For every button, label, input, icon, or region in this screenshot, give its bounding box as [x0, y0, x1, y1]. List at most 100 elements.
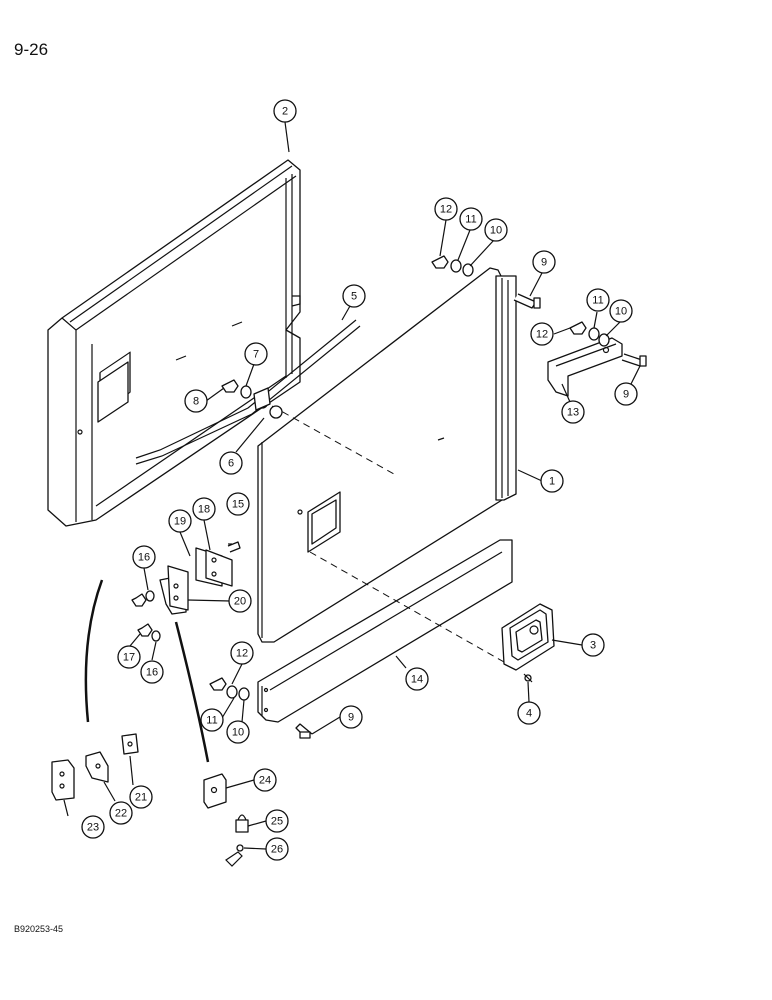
callout-3: 3	[581, 633, 605, 657]
callout-label: 4	[526, 708, 532, 720]
callout-circle	[117, 645, 141, 669]
callout-5: 5	[342, 284, 366, 308]
latch-handle-part	[501, 603, 555, 671]
callout-label: 23	[87, 822, 99, 834]
callout-circle	[434, 197, 458, 221]
callout-1: 1	[540, 469, 564, 493]
callout-7: 7	[244, 342, 268, 366]
assembly-arrows	[84, 579, 210, 763]
callout-26: 26	[265, 837, 289, 861]
nut-washer-parts	[209, 255, 610, 701]
callout-label: 10	[232, 727, 244, 739]
callout-22: 22	[109, 801, 133, 825]
bolt-parts	[295, 293, 647, 739]
callout-19: 19	[168, 509, 192, 533]
callout-circle	[184, 389, 208, 413]
bracket-part	[547, 337, 623, 397]
callout-circle	[532, 250, 556, 274]
callout-circle	[192, 497, 216, 521]
callout-circle	[459, 207, 483, 231]
callout-label: 22	[115, 808, 127, 820]
callout-label: 10	[490, 225, 502, 237]
callout-circle	[265, 837, 289, 861]
door-panel-part	[257, 267, 517, 643]
callout-10c: 10	[226, 720, 250, 744]
callout-circle	[540, 469, 564, 493]
callout-label: 7	[253, 349, 259, 361]
callout-11b: 11	[586, 288, 610, 312]
callout-circle	[530, 322, 554, 346]
callout-circle	[581, 633, 605, 657]
screw-part	[523, 673, 533, 683]
callout-label: 8	[193, 396, 199, 408]
callout-label: 6	[228, 458, 234, 470]
callout-circle	[226, 492, 250, 516]
callout-9c: 9	[339, 705, 363, 729]
callout-label: 9	[623, 389, 629, 401]
callout-13: 13	[561, 400, 585, 424]
callout-circle	[265, 809, 289, 833]
callout-label: 9	[348, 712, 354, 724]
callout-17: 17	[117, 645, 141, 669]
callout-label: 14	[411, 674, 423, 686]
callout-label: 12	[440, 204, 452, 216]
callout-label: 16	[138, 552, 150, 564]
callout-circle	[230, 641, 254, 665]
callout-label: 19	[174, 516, 186, 528]
callout-circle	[614, 382, 638, 406]
callout-label: 17	[123, 652, 135, 664]
callout-label: 26	[271, 844, 283, 856]
callout-label: 20	[234, 596, 246, 608]
callout-circle	[132, 545, 156, 569]
callout-6: 6	[219, 451, 243, 475]
callout-23: 23	[81, 815, 105, 839]
callout-circle	[484, 218, 508, 242]
callout-circle	[244, 342, 268, 366]
callout-11c: 11	[200, 708, 224, 732]
callout-label: 15	[232, 499, 244, 511]
callout-label: 18	[198, 504, 210, 516]
callout-12c: 12	[230, 641, 254, 665]
rod-part	[135, 319, 361, 465]
callout-24: 24	[253, 768, 277, 792]
callout-circle	[226, 720, 250, 744]
callout-label: 24	[259, 775, 271, 787]
callout-4: 4	[517, 701, 541, 725]
callout-circle	[517, 701, 541, 725]
callout-16a: 16	[132, 545, 156, 569]
lower-panel-part	[257, 539, 513, 723]
hasp-lock-parts	[203, 773, 249, 867]
callout-group: 1234567899910101011111112121213141516161…	[81, 99, 638, 861]
callout-12a: 12	[434, 197, 458, 221]
callout-20: 20	[228, 589, 252, 613]
callout-label: 11	[465, 214, 476, 226]
callout-16b: 16	[140, 660, 164, 684]
lower-hinge-parts	[51, 733, 139, 801]
callout-circle	[219, 451, 243, 475]
callout-10b: 10	[609, 299, 633, 323]
callout-circle	[609, 299, 633, 323]
callout-label: 3	[590, 640, 596, 652]
callout-label: 10	[615, 306, 627, 318]
callout-label: 13	[567, 407, 579, 419]
callout-circle	[253, 768, 277, 792]
callout-circle	[140, 660, 164, 684]
callout-circle	[109, 801, 133, 825]
callout-8: 8	[184, 389, 208, 413]
callout-label: 9	[541, 257, 547, 269]
callout-label: 11	[206, 715, 217, 727]
callout-circle	[405, 667, 429, 691]
callout-18: 18	[192, 497, 216, 521]
page-number: 9-26	[14, 40, 49, 59]
callout-label: 16	[146, 667, 158, 679]
door-frame-part	[47, 159, 301, 527]
callout-9b: 9	[614, 382, 638, 406]
callout-label: 12	[236, 648, 248, 660]
callout-21: 21	[129, 785, 153, 809]
callout-circle	[586, 288, 610, 312]
pin-nut-parts	[221, 379, 283, 419]
callout-15: 15	[226, 492, 250, 516]
callout-11a: 11	[459, 207, 483, 231]
callout-circle	[342, 284, 366, 308]
